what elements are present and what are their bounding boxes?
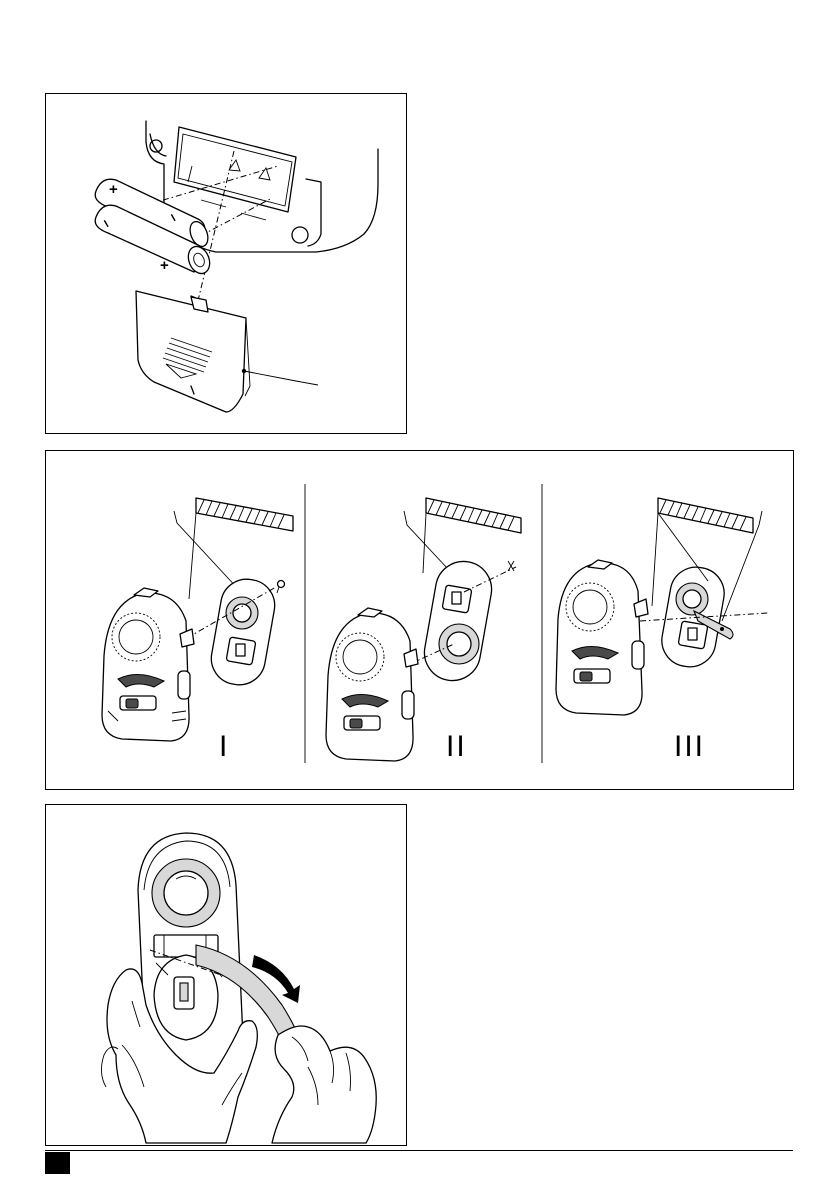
step-three-illustration: III	[556, 498, 768, 763]
footer-rule	[45, 1150, 793, 1151]
step-label-two: II	[446, 730, 467, 763]
mounting-figure-panel: I	[45, 450, 794, 790]
step-one-illustration: I	[102, 498, 293, 763]
step-label-one: I	[219, 730, 229, 763]
step-label-three: III	[674, 730, 705, 763]
right-hand	[272, 1026, 376, 1143]
step-two-illustration: II	[326, 498, 521, 763]
battery-insertion-illustration: + – – +	[46, 94, 406, 433]
battery-figure-panel: + – – +	[45, 93, 407, 434]
page-number-tab	[45, 1152, 70, 1174]
laser-device	[556, 563, 642, 715]
battery-plus-label: +	[160, 257, 169, 274]
tape-removal-figure-panel	[45, 804, 407, 1146]
laser-device	[102, 593, 189, 741]
battery-plus-label: +	[109, 181, 118, 198]
battery-compartment	[174, 127, 296, 212]
laser-device	[326, 613, 413, 761]
battery-cover	[136, 291, 250, 412]
mounting-steps-illustration: I	[46, 451, 793, 789]
tape-removal-illustration	[46, 805, 406, 1145]
